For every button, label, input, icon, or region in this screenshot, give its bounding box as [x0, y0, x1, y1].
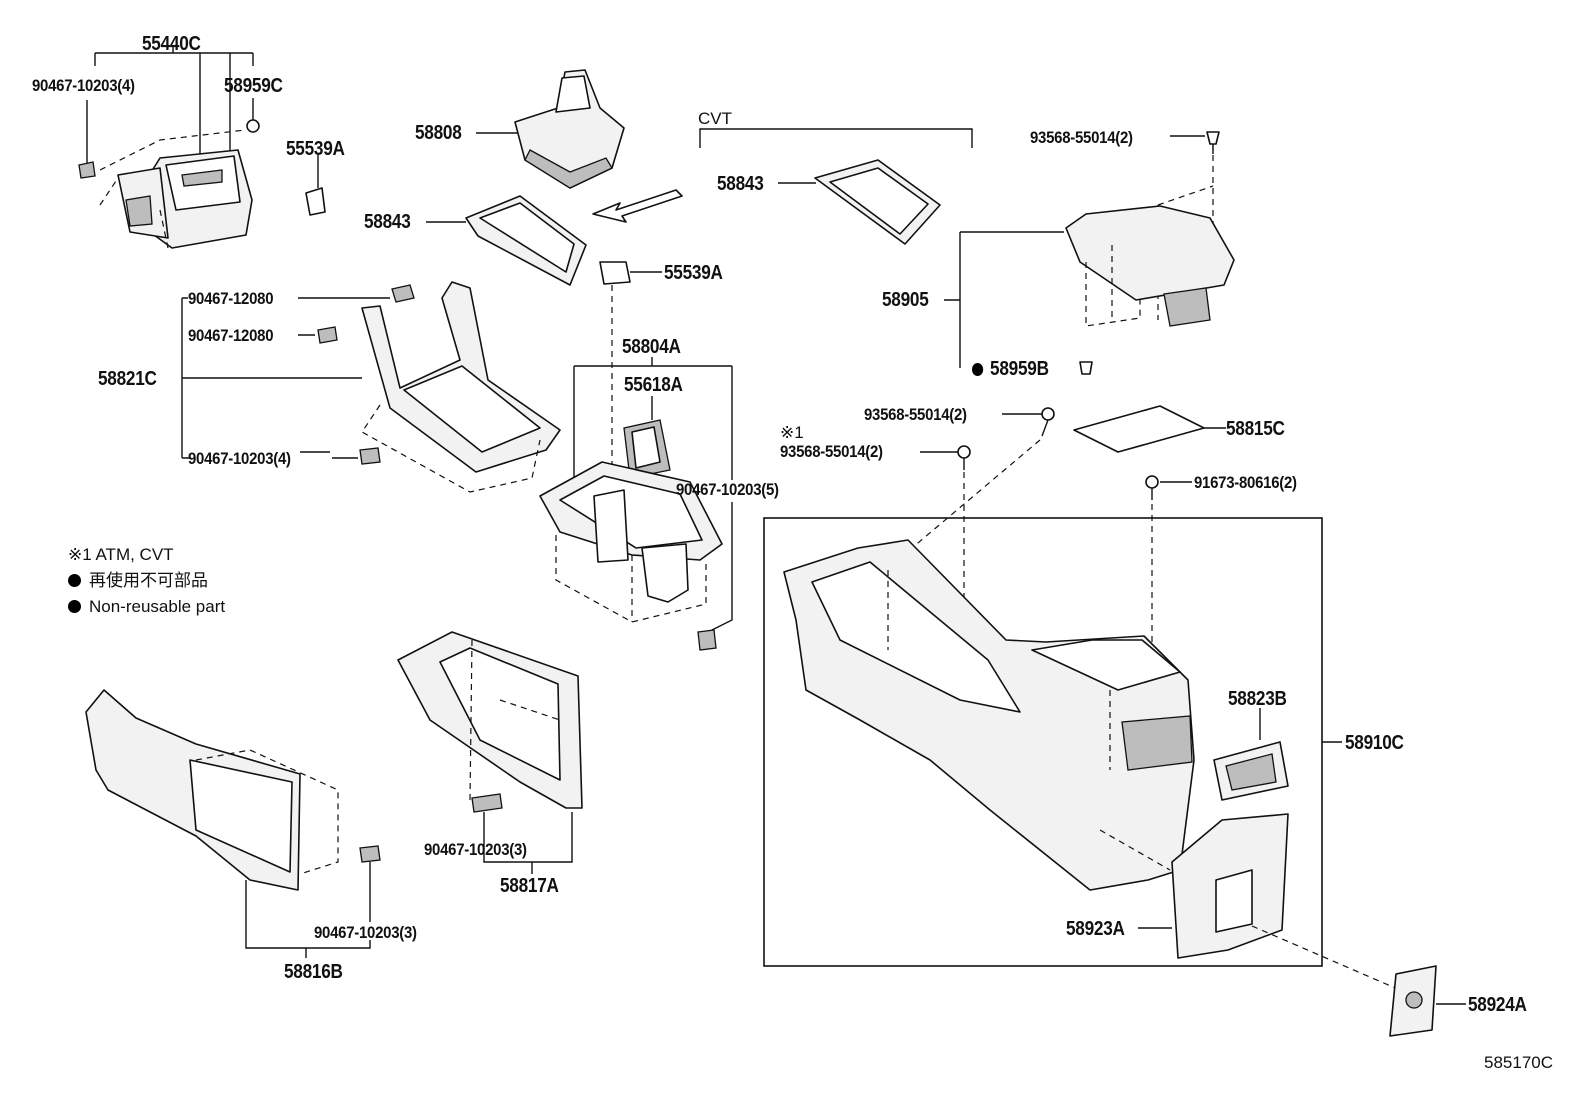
- leader-lines-55440c: [86, 46, 319, 188]
- label-90467-10203-5: 90467-10203(5): [676, 480, 779, 499]
- console-58821c: [317, 281, 561, 493]
- shift-boot-58808: [476, 69, 625, 189]
- direction-arrow: [592, 189, 683, 223]
- label-90467-12080-a: 90467-12080: [188, 289, 274, 308]
- clips-55440c: [78, 119, 326, 216]
- label-leaders: [300, 271, 662, 453]
- label-93568-55014-2-low: 93568-55014(2): [780, 442, 883, 461]
- label-58959c: 58959C: [224, 75, 283, 97]
- label-93568-55014-2-mid: 93568-55014(2): [864, 405, 967, 424]
- leader-lines-58804a: [573, 357, 733, 631]
- cvt-bracket: [699, 128, 973, 148]
- mat-58815c: [1073, 405, 1226, 453]
- cup-holder-55440c: [99, 129, 253, 249]
- label-91673-80616-2: 91673-80616(2): [1194, 473, 1297, 492]
- legend-dot-icon: [68, 574, 81, 587]
- label-58843-right: 58843: [717, 173, 764, 195]
- lower-panel-58817a: [397, 631, 583, 874]
- label-58843-left: 58843: [364, 211, 411, 233]
- armrest-58905: [1065, 131, 1235, 375]
- lower-panel-58816b: [85, 689, 381, 958]
- label-90467-12080-b: 90467-12080: [188, 326, 274, 345]
- label-58815c: 58815C: [1226, 418, 1285, 440]
- label-90467-10203-4-mid: 90467-10203(4): [188, 449, 291, 468]
- cup-holder-58804a: [539, 461, 723, 651]
- label-58959b-text: 58959B: [990, 358, 1049, 380]
- label-55618a: 55618A: [624, 374, 683, 396]
- label-cvt: CVT: [698, 109, 732, 128]
- label-58821c: 58821C: [98, 368, 157, 390]
- label-55440c: 55440C: [142, 33, 201, 55]
- clip-55539a: [599, 261, 660, 470]
- legend-non-reusable-jp: 再使用不可部品: [68, 572, 208, 589]
- panel-58923a: [1099, 813, 1401, 991]
- non-reusable-dot-icon: [972, 363, 984, 376]
- legend-non-reusable-jp-text: 再使用不可部品: [89, 571, 208, 590]
- label-58959b: 58959B: [972, 359, 1049, 379]
- legend-non-reusable-en-text: Non-reusable part: [89, 597, 226, 616]
- label-90467-10203-3-b: 90467-10203(3): [314, 923, 417, 942]
- label-58808: 58808: [415, 122, 462, 144]
- legend-dot-icon-2: [68, 600, 81, 613]
- label-58817a: 58817A: [500, 875, 559, 897]
- bezel-58823b: [1213, 708, 1289, 801]
- note-mark-1: ※1: [780, 423, 804, 442]
- legend-note1: ※1 ATM, CVT: [68, 545, 174, 564]
- label-58910c: 58910C: [1345, 732, 1404, 754]
- legend-non-reusable-en: Non-reusable part: [68, 598, 225, 615]
- label-55539a-top: 55539A: [286, 138, 345, 160]
- leader-lines-58821c: [181, 297, 390, 459]
- frame-58910c: [763, 517, 1342, 967]
- figure-code: 585170C: [1484, 1053, 1554, 1072]
- shift-bezel-58843-left: [426, 195, 587, 286]
- console-58910c: [783, 539, 1195, 891]
- label-58924a: 58924A: [1468, 994, 1527, 1016]
- label-93568-55014-2-top: 93568-55014(2): [1030, 128, 1133, 147]
- label-58804a: 58804A: [622, 336, 681, 358]
- label-55539a-mid: 55539A: [664, 262, 723, 284]
- tray-55618a: [623, 419, 671, 479]
- label-90467-10203-4-top: 90467-10203(4): [32, 76, 135, 95]
- label-58905: 58905: [882, 289, 929, 311]
- switch-58924a: [1389, 965, 1466, 1037]
- label-58823b: 58823B: [1228, 688, 1287, 710]
- label-90467-10203-3-a: 90467-10203(3): [424, 840, 527, 859]
- label-58923a: 58923A: [1066, 918, 1125, 940]
- label-58816b: 58816B: [284, 961, 343, 983]
- shift-panel-58843-right: [778, 159, 941, 245]
